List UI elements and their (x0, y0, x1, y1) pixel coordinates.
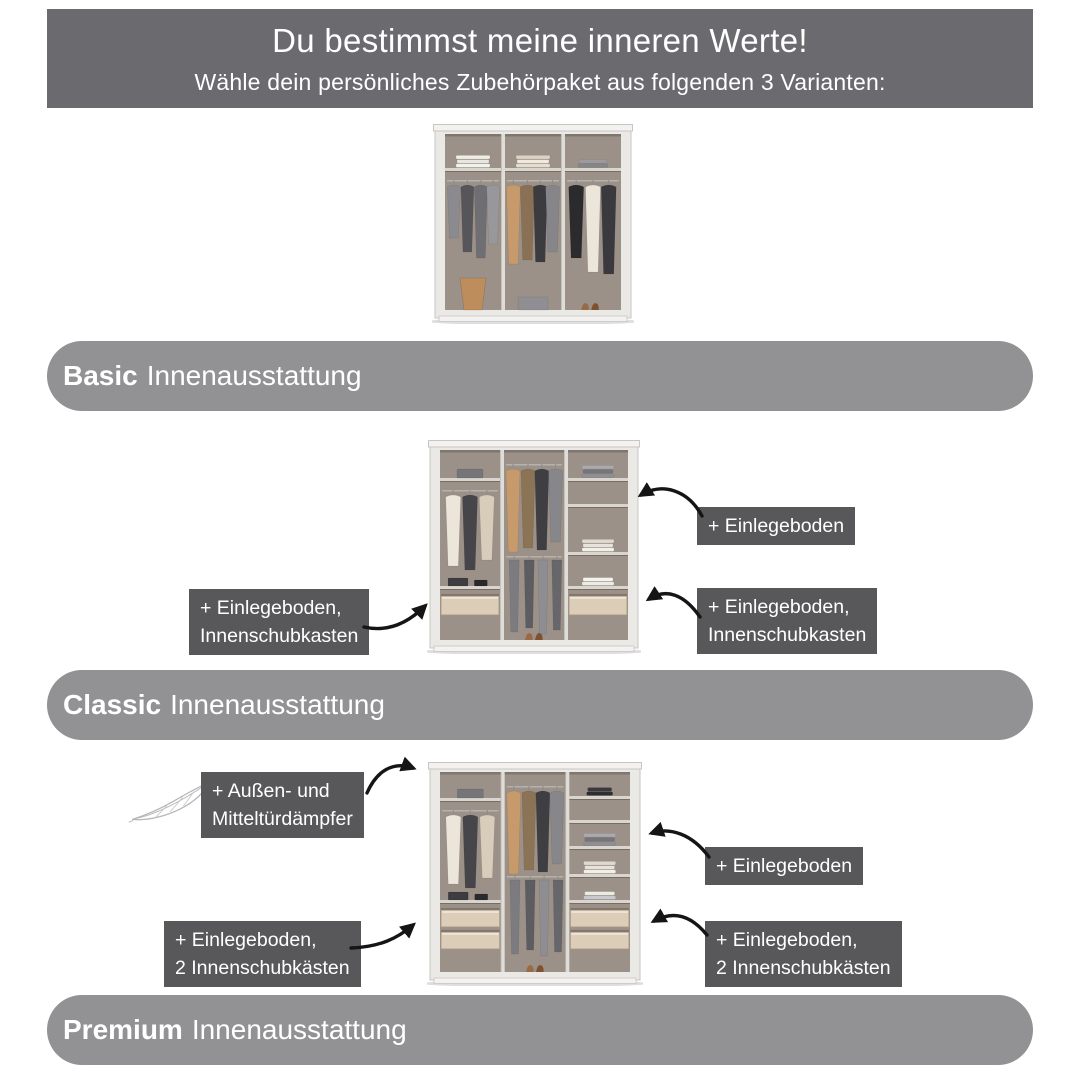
callout-line: Innenschubkasten (200, 625, 359, 647)
callout-premium-shelf-right: + Einlegeboden (705, 847, 864, 885)
callout-premium-door-damper: + Außen- und Mitteltürdämpfer (201, 772, 364, 838)
callout-line: + Einlegeboden, (200, 597, 342, 619)
banner-classic-suffix: Innenausstattung (170, 689, 385, 720)
callout-line: Innenschubkasten (708, 624, 867, 646)
page-subtitle: Wähle dein persönliches Zubehörpaket aus… (194, 68, 886, 95)
callout-line: + Einlegeboden, (175, 929, 317, 951)
arrow-premium-damper (365, 756, 417, 795)
banner-basic-name: Basic (63, 360, 138, 391)
callout-classic-drawer-right: + Einlegeboden, Innenschubkasten (697, 588, 878, 654)
callout-line: + Außen- und (212, 780, 330, 802)
callout-premium-drawers-right: + Einlegeboden, 2 Innenschubkästen (705, 921, 902, 987)
callout-line: 2 Innenschubkästen (716, 957, 891, 979)
wardrobe-illustration-premium (427, 762, 643, 986)
callout-line: + Einlegeboden, (716, 929, 858, 951)
callout-line: + Einlegeboden, (708, 596, 850, 618)
banner-premium-suffix: Innenausstattung (191, 1014, 407, 1045)
callout-line: + Einlegeboden (708, 515, 845, 537)
arrow-classic-shelf-right (637, 482, 704, 518)
callout-line: 2 Innenschubkästen (175, 957, 350, 979)
wardrobe-illustration-basic (432, 124, 634, 324)
banner-classic-name: Classic (63, 689, 162, 720)
wardrobe-illustration-classic (427, 440, 641, 654)
banner-classic: Classic Innenausstattung (47, 670, 1033, 740)
callout-classic-drawer-left: + Einlegeboden, Innenschubkasten (189, 589, 370, 655)
callout-classic-shelf-right: + Einlegeboden (697, 507, 856, 545)
arrow-classic-drawer-right (645, 586, 702, 619)
banner-basic-suffix: Innenausstattung (146, 360, 362, 391)
banner-premium-name: Premium (63, 1014, 183, 1045)
callout-line: Mitteltürdämpfer (212, 808, 353, 830)
arrow-premium-shelf-right (648, 821, 711, 859)
callout-line: + Einlegeboden (716, 855, 853, 877)
arrow-premium-drawers-right (650, 908, 709, 937)
header-banner: Du bestimmst meine inneren Werte! Wähle … (47, 9, 1033, 108)
page-title: Du bestimmst meine inneren Werte! (272, 21, 808, 59)
banner-premium: Premium Innenausstattung (47, 995, 1033, 1065)
callout-premium-drawers-left: + Einlegeboden, 2 Innenschubkästen (164, 921, 361, 987)
banner-basic: Basic Innenausstattung (47, 341, 1033, 411)
arrow-classic-drawer-left (362, 603, 428, 631)
